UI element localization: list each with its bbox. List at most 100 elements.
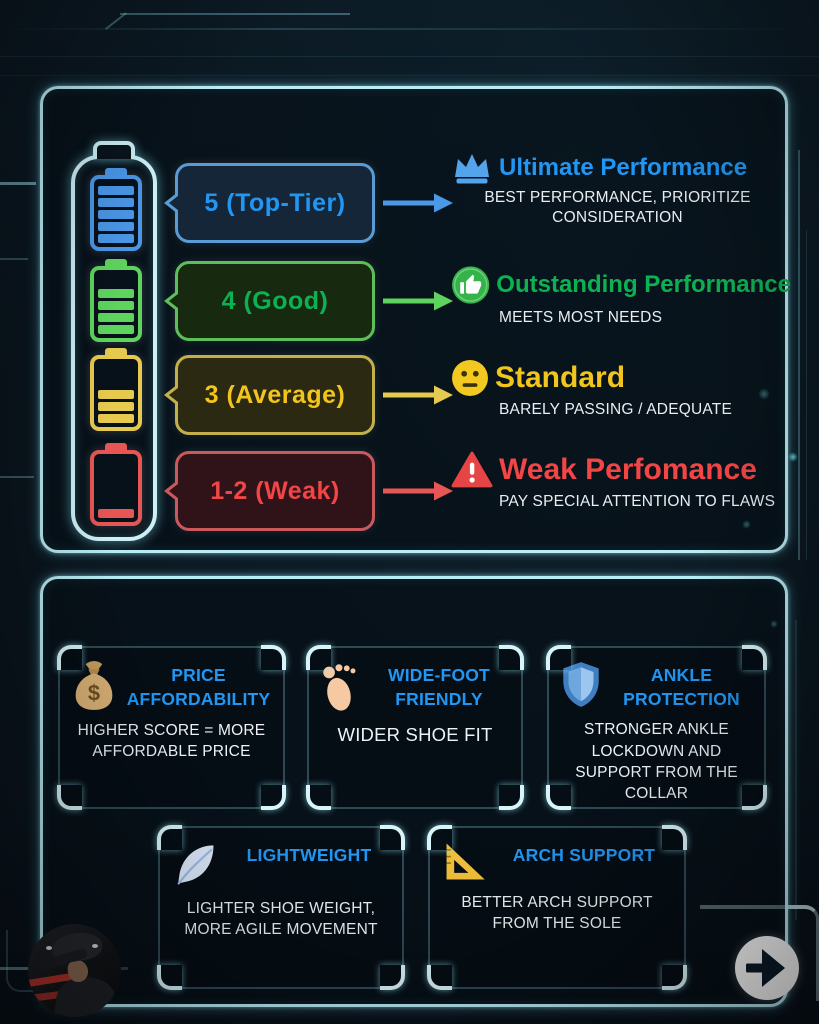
score-bubble-good: 4 (Good) bbox=[164, 261, 375, 341]
crown-icon bbox=[455, 154, 489, 184]
avatar[interactable] bbox=[28, 924, 121, 1017]
right-arrow-icon bbox=[383, 481, 453, 501]
corner-bracket bbox=[157, 825, 182, 850]
corner-bracket bbox=[662, 825, 687, 850]
circuit-trace bbox=[105, 12, 127, 30]
legend-title: Weak Perfomance bbox=[499, 453, 757, 486]
right-arrow-icon bbox=[383, 385, 453, 405]
next-arrow-icon bbox=[746, 949, 785, 987]
corner-bracket bbox=[380, 825, 405, 850]
score-bubble-top-tier: 5 (Top-Tier) bbox=[164, 163, 375, 243]
thumbs-up-icon bbox=[452, 266, 490, 304]
legend-row-good: Outstanding Performance MEETS MOST NEEDS bbox=[451, 265, 791, 328]
corner-bracket bbox=[546, 645, 571, 670]
score-label: 4 (Good) bbox=[221, 286, 329, 315]
card-title: ANKLE PROTECTION bbox=[623, 665, 740, 709]
battery-bar bbox=[98, 325, 134, 334]
battery-icon-level-5 bbox=[90, 168, 142, 251]
corner-bracket bbox=[261, 645, 286, 670]
battery-icon-level-3 bbox=[90, 348, 142, 431]
right-arrow-icon bbox=[383, 193, 453, 213]
circuit-trace bbox=[0, 56, 819, 57]
corner-bracket bbox=[380, 965, 405, 990]
battery-cap bbox=[105, 443, 127, 451]
legend-title: Standard bbox=[495, 361, 626, 394]
neutral-face-icon bbox=[452, 360, 488, 396]
legend-title: Ultimate Performance bbox=[499, 154, 748, 181]
battery-cap bbox=[105, 348, 127, 356]
money-bag-icon: $ bbox=[75, 661, 113, 710]
avatar-photo-detail bbox=[92, 944, 98, 948]
corner-bracket bbox=[742, 645, 767, 670]
legend-title: Outstanding Performance bbox=[496, 271, 791, 298]
battery-bar bbox=[98, 313, 134, 322]
circuit-trace bbox=[0, 258, 28, 260]
card-title: LIGHTWEIGHT bbox=[246, 845, 372, 865]
corner-bracket bbox=[499, 645, 524, 670]
circuit-trace bbox=[0, 182, 36, 185]
criteria-panel: $ PRICE AFFORDABILITY HIGHER SCORE = MOR… bbox=[40, 576, 788, 1007]
score-bubble-average: 3 (Average) bbox=[164, 355, 375, 435]
corner-bracket bbox=[742, 785, 767, 810]
legend-row-top-tier: Ultimate Performance BEST PERFORMANCE, P… bbox=[451, 151, 791, 228]
circuit-trace bbox=[0, 28, 819, 30]
circuit-trace bbox=[806, 230, 807, 560]
legend-description: PAY SPECIAL ATTENTION TO FLAWS bbox=[499, 493, 776, 510]
battery-bar bbox=[98, 210, 134, 219]
legend-row-weak: Weak Perfomance PAY SPECIAL ATTENTION TO… bbox=[451, 451, 791, 512]
battery-bar bbox=[98, 301, 134, 310]
feather-icon bbox=[177, 845, 214, 885]
circuit-trace bbox=[120, 13, 350, 15]
bubble-tail bbox=[169, 480, 183, 502]
card-description: LIGHTER SHOE WEIGHT, MORE AGILE MOVEMENT bbox=[184, 900, 378, 939]
bubble-tail bbox=[169, 384, 183, 406]
battery-bar bbox=[98, 222, 134, 231]
corner-bracket bbox=[261, 785, 286, 810]
right-arrow-icon bbox=[383, 291, 453, 311]
criteria-card-lightweight: LIGHTWEIGHT LIGHTER SHOE WEIGHT, MORE AG… bbox=[157, 825, 405, 990]
rating-legend-panel: 5 (Top-Tier) 4 (Good) 3 (Average) 1-2 (W… bbox=[40, 86, 791, 553]
legend-description: BEST PERFORMANCE, PRIORITIZE CONSIDERATI… bbox=[484, 189, 751, 227]
corner-bracket bbox=[662, 965, 687, 990]
bubble-tail bbox=[169, 290, 183, 312]
corner-bracket bbox=[546, 785, 571, 810]
bubble-tail bbox=[169, 192, 183, 214]
card-title: WIDE-FOOT FRIENDLY bbox=[388, 665, 490, 709]
circuit-trace bbox=[0, 75, 819, 76]
corner-bracket bbox=[427, 965, 452, 990]
footprint-icon bbox=[323, 664, 356, 711]
score-label: 3 (Average) bbox=[204, 380, 346, 409]
battery-bar bbox=[98, 390, 134, 399]
battery-cap bbox=[105, 259, 127, 267]
battery-bar bbox=[98, 414, 134, 423]
corner-bracket bbox=[427, 825, 452, 850]
shield-icon bbox=[563, 662, 599, 707]
criteria-card-price: $ PRICE AFFORDABILITY HIGHER SCORE = MOR… bbox=[57, 645, 286, 810]
corner-bracket bbox=[57, 645, 82, 670]
card-description: BETTER ARCH SUPPORT FROM THE SOLE bbox=[461, 894, 653, 933]
battery-bar bbox=[98, 198, 134, 207]
corner-bracket bbox=[306, 645, 331, 670]
avatar-photo-detail bbox=[46, 946, 52, 950]
corner-bracket bbox=[499, 785, 524, 810]
score-bubble-weak: 1-2 (Weak) bbox=[164, 451, 375, 531]
circuit-trace bbox=[798, 150, 800, 560]
battery-icon-level-1 bbox=[90, 443, 142, 526]
legend-description: BARELY PASSING / ADEQUATE bbox=[499, 401, 732, 418]
card-description: WIDER SHOE FIT bbox=[337, 724, 493, 745]
battery-bar bbox=[98, 234, 134, 243]
card-title: ARCH SUPPORT bbox=[512, 845, 656, 865]
warning-icon bbox=[451, 451, 493, 488]
svg-text:$: $ bbox=[88, 681, 100, 706]
triangle-ruler-icon bbox=[446, 843, 485, 880]
card-description: HIGHER SCORE = MORE AFFORDABLE PRICE bbox=[77, 722, 266, 761]
legend-description: MEETS MOST NEEDS bbox=[499, 309, 663, 326]
battery-bar bbox=[98, 289, 134, 298]
battery-bar bbox=[98, 186, 134, 195]
circuit-trace bbox=[0, 476, 34, 478]
score-label: 1-2 (Weak) bbox=[210, 476, 340, 505]
corner-bracket bbox=[57, 785, 82, 810]
next-page-button[interactable] bbox=[735, 936, 799, 1000]
battery-bar bbox=[98, 509, 134, 518]
